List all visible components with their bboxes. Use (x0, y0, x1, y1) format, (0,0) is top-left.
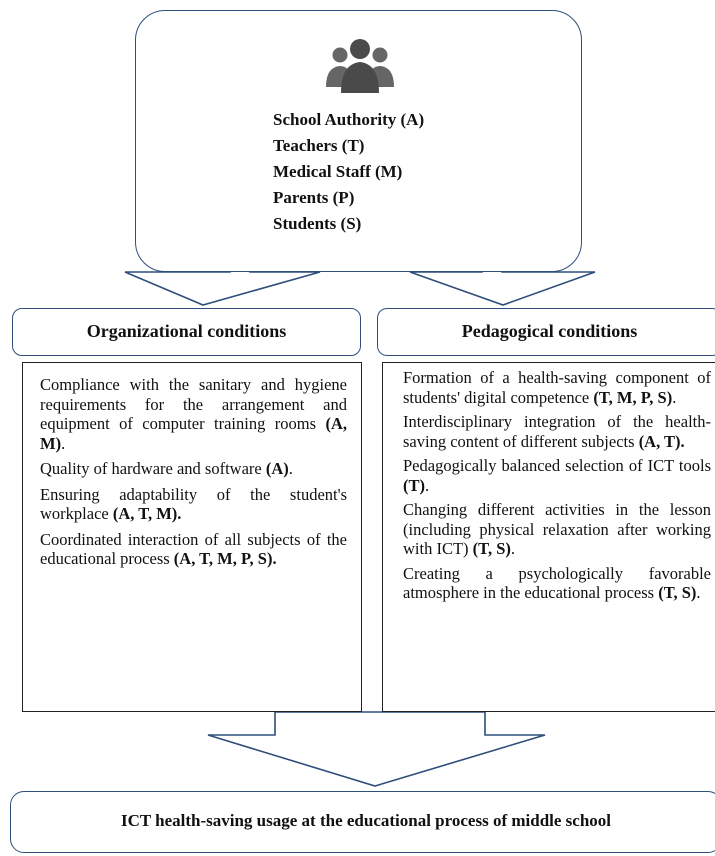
pedagogical-item: Interdisciplinary integration of the hea… (403, 412, 711, 451)
organizational-item: Ensuring adaptability of the student's w… (40, 484, 347, 524)
organizational-item: Quality of hardware and software (A). (40, 459, 293, 478)
stakeholder-parents: Parents (P) (273, 188, 355, 207)
stakeholder-teachers: Teachers (T) (273, 136, 365, 155)
people-group-icon (326, 39, 394, 93)
stakeholder-medical: Medical Staff (M) (273, 162, 403, 181)
pedagogical-item: Changing different activities in the les… (403, 500, 711, 558)
stakeholder-students: Students (S) (273, 214, 362, 233)
pedagogical-item: Pedagogically balanced selection of ICT … (403, 456, 711, 495)
organizational-item: Compliance with the sanitary and hygiene… (40, 375, 347, 453)
pedagogical-title: Pedagogical conditions (461, 321, 638, 341)
organizational-header: Organizational conditions (12, 308, 361, 356)
result-title: ICT health-saving usage at the education… (120, 811, 612, 830)
arrow-to-result (207, 711, 546, 787)
stakeholders-box: School Authority (A) Teachers (T) Medica… (135, 10, 582, 272)
organizational-content: Compliance with the sanitary and hygiene… (22, 362, 362, 712)
pedagogical-item: Creating a psychologically favorable atm… (403, 563, 711, 603)
organizational-item: Coordinated interaction of all subjects … (40, 529, 347, 569)
stakeholder-list: School Authority (A) Teachers (T) Medica… (273, 107, 424, 237)
pedagogical-header: Pedagogical conditions (377, 308, 715, 356)
stakeholder-authority: School Authority (A) (273, 110, 425, 129)
pedagogical-item: Formation of a health-saving component o… (403, 368, 711, 407)
pedagogical-content: Formation of a health-saving component o… (382, 362, 715, 712)
organizational-title: Organizational conditions (86, 321, 287, 341)
result-box: ICT health-saving usage at the education… (10, 791, 715, 853)
